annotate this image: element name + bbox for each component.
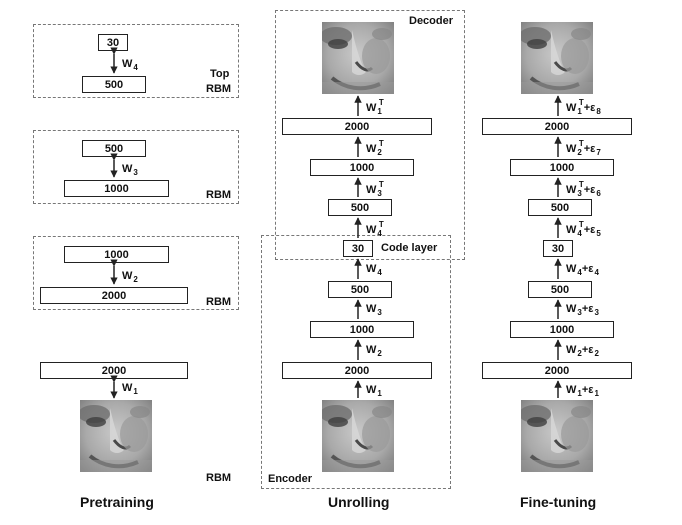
weight-label-w2: W2 [122, 270, 138, 284]
layer-1000: 1000 [510, 159, 614, 176]
rbm-top-frame [33, 24, 239, 98]
weight-label-w1t-eps8: W1T+ε8 [566, 98, 601, 116]
layer-1000: 1000 [310, 321, 414, 338]
weight-label-w1: W1 [366, 384, 382, 398]
weight-label-w1t: W1T [366, 98, 384, 116]
rbm-label: RBM [206, 189, 232, 201]
layer-500: 500 [82, 76, 146, 93]
rbm-label: RBM [206, 296, 232, 308]
layer-2000: 2000 [482, 362, 632, 379]
finetuning-caption: Fine-tuning [520, 494, 597, 510]
encoder-label: Encoder [268, 473, 313, 485]
code-layer-30: 30 [543, 240, 573, 257]
code-layer-30: 30 [343, 240, 373, 257]
layer-1000: 1000 [64, 180, 169, 197]
weight-label-w4t: W4T [366, 220, 384, 238]
weight-label-w2-eps2: W2+ε2 [566, 344, 599, 358]
weight-label-w3t: W3T [366, 180, 384, 198]
weight-label-w1: W1 [122, 382, 138, 396]
decoder-label: Decoder [409, 15, 454, 27]
unrolling-caption: Unrolling [328, 494, 390, 510]
weight-label-w3-eps3: W3+ε3 [566, 303, 599, 317]
layer-2000: 2000 [282, 362, 432, 379]
layer-1000: 1000 [510, 321, 614, 338]
weight-label-w4: W4 [122, 58, 138, 72]
rbm-label: RBM [206, 83, 232, 95]
encoder-frame [261, 235, 451, 489]
weight-label-w2: W2 [366, 344, 382, 358]
weight-label-w3t-eps6: W3T+ε6 [566, 180, 601, 198]
layer-500: 500 [528, 199, 592, 216]
weight-label-w4: W4 [366, 263, 382, 277]
weight-label-w2t: W2T [366, 139, 384, 157]
layer-500: 500 [328, 281, 392, 298]
weight-label-w4t-eps5: W4T+ε5 [566, 220, 601, 238]
decoder-frame [275, 10, 465, 260]
pretraining-caption: Pretraining [80, 494, 154, 510]
layer-1000: 1000 [64, 246, 169, 263]
weight-label-w1-eps1: W1+ε1 [566, 384, 599, 398]
weight-label-w4-eps4: W4+ε4 [566, 263, 599, 277]
layer-500: 500 [328, 199, 392, 216]
layer-1000: 1000 [310, 159, 414, 176]
rbm-frame [33, 236, 239, 310]
rbm-frame [33, 130, 239, 204]
layer-2000: 2000 [40, 287, 188, 304]
top-label: Top [210, 68, 230, 80]
weight-label-w2t-eps7: W2T+ε7 [566, 139, 601, 157]
layer-2000: 2000 [482, 118, 632, 135]
weight-label-w3: W3 [122, 163, 138, 177]
code-layer-label: Code layer [381, 242, 438, 254]
rbm-label: RBM [206, 472, 232, 484]
weight-label-w3: W3 [366, 303, 382, 317]
layer-2000: 2000 [282, 118, 432, 135]
layer-500: 500 [82, 140, 146, 157]
layer-500: 500 [528, 281, 592, 298]
